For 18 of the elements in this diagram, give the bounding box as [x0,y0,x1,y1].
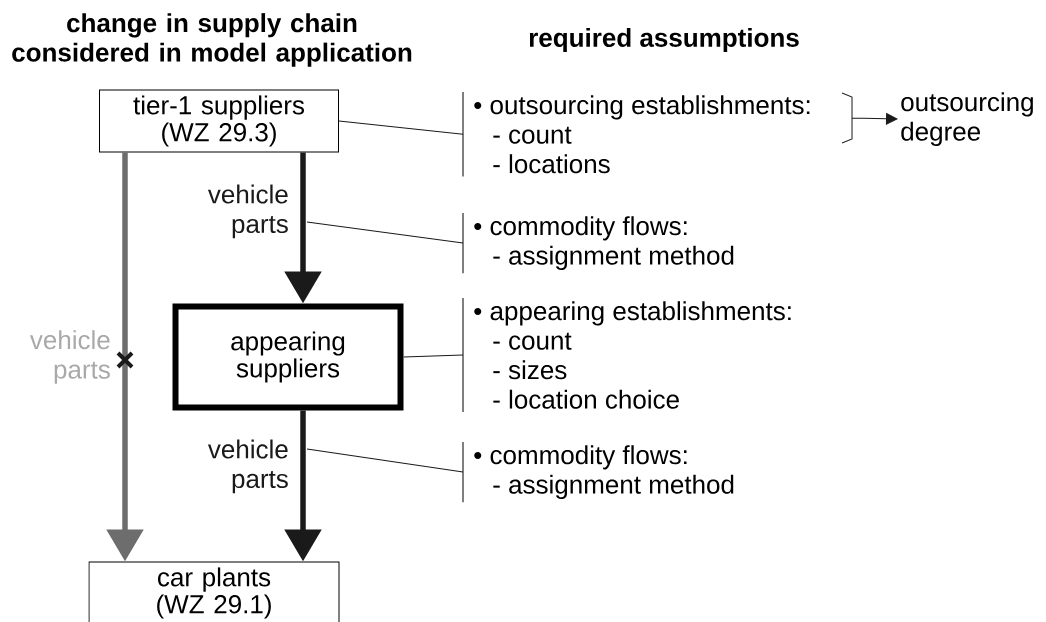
assumption-list: • appearing establishments: - count - sizes - location choice [462,297,791,413]
result-text: outsourcing degree [901,92,1033,146]
box: appearing suppliers [172,303,404,411]
leader-line [306,448,464,473]
box: car plants (WZ 29.1) [88,561,340,622]
box: tier-1 suppliers (WZ 29.3) [99,89,339,153]
assumption-list: • commodity flows: - assignment method [462,441,734,503]
leader-line [338,120,464,135]
heading: change in supply chain considered in model application [12,13,412,67]
edge-label: vehicle parts [207,439,288,494]
assumption-list: • outsourcing establishments: - count - locations [462,91,810,177]
leader-line [306,221,464,244]
leader-line [403,354,464,358]
edge-label: vehicle parts [29,330,110,384]
heading: required assumptions [529,27,799,53]
edge-label: vehicle parts [207,184,288,239]
assumption-list: • commodity flows: - assignment method [462,212,734,274]
bracket-arrow [841,92,898,144]
